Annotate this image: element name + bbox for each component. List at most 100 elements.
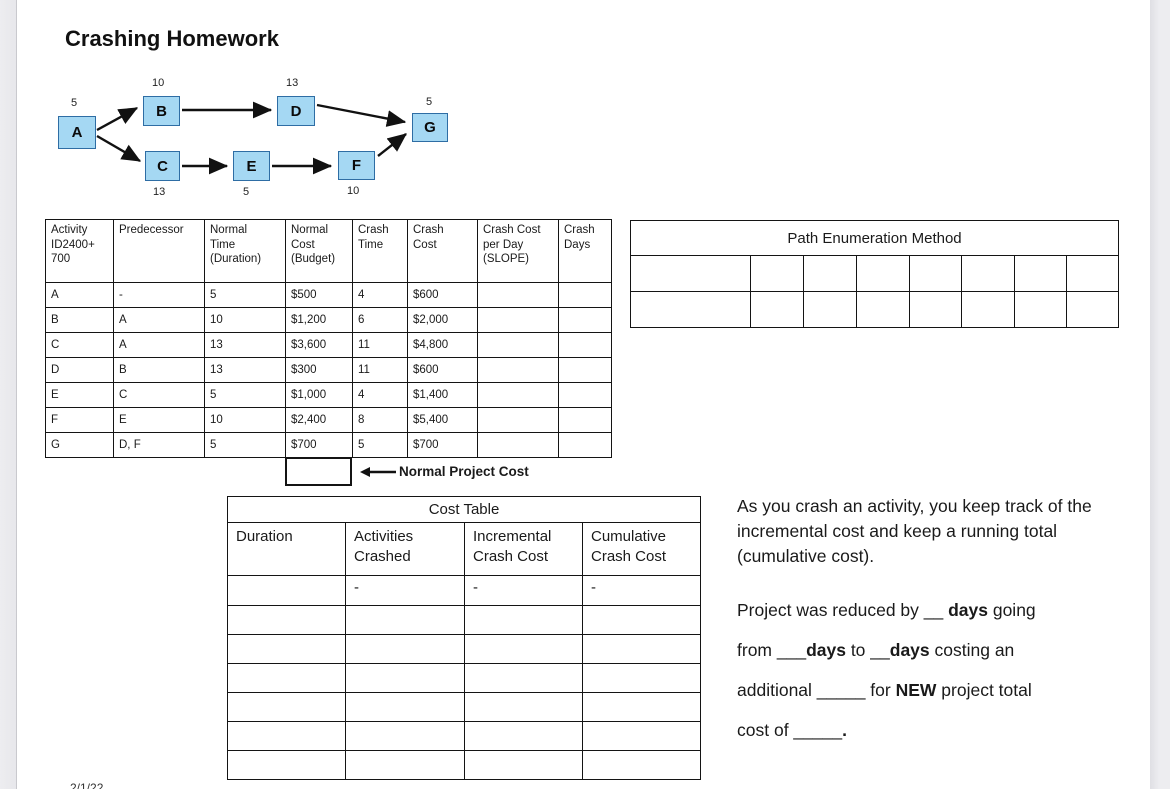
cell-slope-blank [477, 282, 559, 308]
cell: C [113, 382, 205, 408]
cell: C [45, 332, 114, 358]
path-cell [961, 291, 1015, 328]
col-header-normal-cost: Normal Cost (Budget) [285, 219, 353, 283]
text-segment: to __ [845, 640, 890, 660]
cell: $600 [407, 282, 478, 308]
duration-label-c: 13 [153, 186, 166, 198]
activity-row-b: B A 10 $1,200 6 $2,000 [45, 307, 612, 333]
cell: $1,000 [285, 382, 353, 408]
path-cell [1014, 291, 1067, 328]
cost-table-row [227, 663, 702, 693]
cell: A [113, 307, 205, 333]
path-cell [750, 255, 804, 292]
text-segment-bold: . [842, 720, 847, 740]
cost-cell [581, 605, 702, 635]
cost-cell [227, 634, 346, 664]
cell: 5 [204, 282, 286, 308]
viewer-left-margin [0, 0, 17, 789]
cell-crash-days-blank [558, 282, 612, 308]
cost-table-row [227, 692, 702, 722]
cell: - [113, 282, 205, 308]
cell: 5 [204, 432, 286, 458]
left-arrow-icon [360, 467, 396, 477]
path-cell [750, 291, 804, 328]
path-table-row [630, 291, 1120, 328]
network-node-b: B [143, 96, 180, 126]
cost-cell [227, 575, 346, 606]
cell: 11 [352, 357, 408, 383]
cost-table-row: - - - [227, 575, 702, 606]
col-header-activity: Activity ID2400+ 700 [45, 219, 114, 283]
col-header-activities-crashed: Activities Crashed [345, 522, 465, 576]
col-header-slope: Crash Cost per Day (SLOPE) [477, 219, 559, 283]
cost-cell [345, 663, 465, 693]
duration-label-e: 5 [243, 186, 250, 198]
cell-crash-days-blank [558, 332, 612, 358]
cost-table-row [227, 634, 702, 664]
cell-crash-days-blank [558, 307, 612, 333]
cell: $5,400 [407, 407, 478, 433]
text-segment: costing an [929, 640, 1015, 660]
col-header-crash-cost: Crash Cost [407, 219, 478, 283]
cell-slope-blank [477, 407, 559, 433]
cost-cell [345, 634, 465, 664]
cell: 5 [352, 432, 408, 458]
col-header-normal-time: Normal Time (Duration) [204, 219, 286, 283]
path-cell [1014, 255, 1067, 292]
network-node-c: C [145, 151, 180, 181]
duration-label-g: 5 [426, 96, 433, 108]
text-segment-bold: NEW [895, 680, 937, 700]
cell: 10 [204, 307, 286, 333]
network-node-d: D [277, 96, 315, 126]
cost-cell [227, 721, 346, 751]
activity-table: Activity ID2400+ 700 Predecessor Normal … [45, 219, 612, 458]
col-header-crash-time: Crash Time [352, 219, 408, 283]
fill-in-line-3: additional _____ for NEW project total [737, 679, 1137, 702]
cell: E [113, 407, 205, 433]
cell-slope-blank [477, 382, 559, 408]
cell-slope-blank [477, 307, 559, 333]
cell: $3,600 [285, 332, 353, 358]
activity-row-d: D B 13 $300 11 $600 [45, 357, 612, 383]
path-cell [803, 291, 857, 328]
network-node-a: A [58, 116, 96, 149]
path-cell [856, 291, 910, 328]
duration-label-f: 10 [347, 185, 360, 197]
cell: D, F [113, 432, 205, 458]
cost-cell [345, 605, 465, 635]
cell: $700 [407, 432, 478, 458]
cost-cell [581, 750, 702, 780]
path-cell [1065, 255, 1120, 292]
text-segment: Project was reduced by __ [737, 600, 949, 620]
cost-cell: - [345, 575, 465, 606]
cost-cell [464, 750, 583, 780]
cost-table-row [227, 750, 702, 780]
path-cell [803, 255, 857, 292]
cell: 13 [204, 332, 286, 358]
cost-cell: - [581, 575, 702, 606]
cell-slope-blank [477, 357, 559, 383]
cell: 13 [204, 357, 286, 383]
path-cell [856, 255, 910, 292]
text-segment: project total [936, 680, 1032, 700]
cell: A [113, 332, 205, 358]
col-header-cumulative-cost: Cumulative Crash Cost [581, 522, 702, 576]
cell: $700 [285, 432, 353, 458]
path-cell [630, 255, 751, 292]
duration-label-d: 13 [286, 77, 299, 89]
cell: B [45, 307, 114, 333]
cell: A [45, 282, 114, 308]
text-segment-bold: days [806, 640, 846, 660]
activity-table-header-row: Activity ID2400+ 700 Predecessor Normal … [45, 219, 612, 283]
cell: $600 [407, 357, 478, 383]
fill-in-line-4: cost of _____. [737, 719, 1137, 742]
cost-table-row [227, 721, 702, 751]
network-node-f: F [338, 151, 375, 180]
cell: E [45, 382, 114, 408]
normal-project-cost-box [285, 457, 352, 486]
cost-cell [581, 721, 702, 751]
duration-label-a: 5 [71, 97, 78, 109]
normal-project-cost-label: Normal Project Cost [399, 464, 529, 479]
footer-date: 2/1/22 [70, 781, 104, 789]
